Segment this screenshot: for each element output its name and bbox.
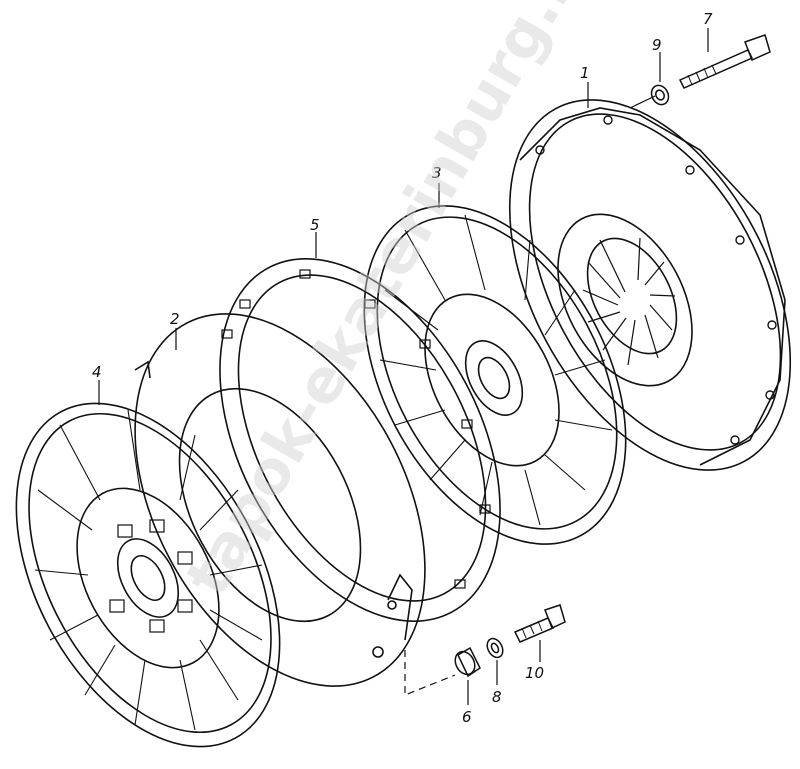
callout-4: 4: [92, 363, 102, 381]
callout-3: 3: [432, 164, 442, 182]
pressure-plate: [134, 313, 426, 687]
lock-washer: [486, 637, 504, 659]
clutch-disc-front: [15, 402, 281, 748]
callout-5: 5: [310, 216, 320, 234]
callout-7: 7: [703, 10, 713, 28]
watermark: tapok-ekaterinburg.ru: [172, 0, 610, 607]
cap-screw: [513, 604, 566, 643]
callout-6: 6: [462, 708, 472, 726]
callout-8: 8: [492, 688, 502, 706]
pressure-plate-cover: [508, 99, 792, 471]
leader-lines: [98, 28, 709, 705]
callout-1: 1: [580, 64, 590, 82]
assembly-line: [404, 650, 456, 696]
intermediate-plate: [219, 258, 501, 622]
clutch-disc-rear: [363, 205, 627, 545]
bushing: [454, 646, 481, 678]
callout-2: 2: [170, 310, 180, 328]
bolt: [678, 34, 771, 89]
callout-10: 10: [525, 664, 544, 682]
callout-9: 9: [652, 36, 662, 54]
washer: [650, 84, 670, 106]
